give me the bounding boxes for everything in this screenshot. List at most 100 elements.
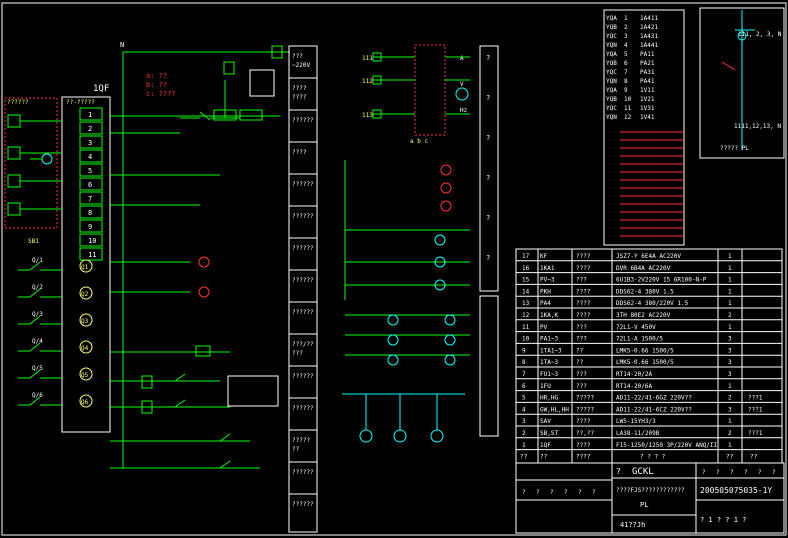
bom-code: 1TA~3	[540, 359, 558, 366]
bom-no: 4	[522, 406, 526, 413]
bom-note: ???1	[748, 406, 763, 413]
terminal-label: 4	[88, 153, 92, 161]
title-head: ?	[758, 469, 762, 476]
bom-no: 10	[522, 336, 530, 343]
terminal-lamp-icon	[79, 340, 93, 354]
bom-no: 16	[522, 265, 530, 272]
bom-spec: AD11-22/41-6CZ 220V??	[616, 406, 692, 413]
title-block: ? GCKL 200505075035-1Y ????FJS??????????…	[515, 462, 785, 534]
bom-no: 15	[522, 277, 530, 284]
title-info: ?	[536, 489, 540, 496]
table-cell: 1A421	[640, 24, 658, 31]
right-bottom-label: 1111,12,13, N	[734, 123, 781, 130]
function-label: ????	[292, 85, 307, 92]
terminal-cell	[79, 247, 103, 261]
bom-name: ???	[576, 383, 587, 390]
function-label: ??????	[292, 469, 314, 476]
table-cell: 7	[624, 69, 628, 76]
model-code: GCKL	[632, 467, 654, 477]
bom-qty: 1	[728, 383, 732, 390]
middle-label-column: ??????	[479, 45, 499, 437]
bom-name: ????	[576, 418, 591, 425]
bom-code: 1FU	[540, 383, 551, 390]
bom-spec: DVR 6B4A AC220V	[616, 265, 671, 272]
terminal-label: 8	[88, 209, 92, 217]
table-cell: 12	[624, 114, 632, 121]
terminal-strip-title: ??-?????	[66, 99, 95, 106]
table-cell: 9	[624, 87, 628, 94]
terminal-lower-label: Q4	[81, 345, 89, 352]
bom-spec: AD11-22/41-6GZ 220V??	[616, 395, 692, 402]
bom-header-code: ??	[540, 454, 548, 461]
terminal-cell	[79, 219, 103, 233]
bom-qty: 1	[728, 300, 732, 307]
function-label: ~220V	[292, 62, 310, 69]
bom-qty: 2	[728, 430, 732, 437]
right-top-label: 111, 2, 3, N	[738, 31, 782, 38]
terminal-cell	[79, 163, 103, 177]
table-cell: YQN	[606, 78, 617, 85]
terminal-label: 7	[88, 195, 92, 203]
terminal-label: 11	[88, 251, 96, 259]
bom-qty: 1	[728, 288, 732, 295]
bom-code: 1KA,K	[540, 312, 558, 319]
bom-code: PV	[540, 324, 548, 331]
bom-qty: 1	[728, 253, 732, 260]
table-cell: 1V31	[640, 105, 655, 112]
breaker-top-label: SB1	[28, 238, 39, 245]
breaker-label: Q/1	[32, 257, 43, 264]
bom-name: ???	[576, 371, 587, 378]
terminal-label: 3	[88, 139, 92, 147]
table-cell: YQA	[606, 51, 617, 58]
bom-qty: 3	[728, 347, 732, 354]
bom-qty: 1	[728, 265, 732, 272]
bom-spec: JSZ7-Y 6E4A AC220V	[616, 253, 681, 260]
bom-name: ????	[576, 300, 591, 307]
bom-spec: 72L1-V 450V	[616, 324, 656, 331]
bom-spec: DDS62-4 380V 1.5	[616, 288, 674, 295]
bom-no: 5	[522, 395, 526, 402]
breaker-label: Q/2	[32, 284, 43, 291]
indicator-lamp-icon	[434, 256, 446, 268]
drawing-number: 200505075035-1Y	[700, 486, 772, 495]
indicator-lamp-icon	[434, 234, 446, 246]
bom-header-no: ??	[520, 454, 528, 461]
bom-no: 1	[522, 442, 526, 449]
bom-name: ??	[576, 359, 584, 366]
title-head: ?	[730, 469, 734, 476]
bom-name: ???	[576, 324, 587, 331]
column-label: ?	[486, 214, 490, 222]
terminal-label: 5	[88, 167, 92, 175]
table-cell: 6	[624, 60, 628, 67]
bom-spec: DDS62-4 380/220V 1.5	[616, 300, 689, 307]
table-cell: 1A441	[640, 42, 658, 49]
bom-no: 17	[522, 253, 530, 260]
meter-label: V	[460, 81, 464, 88]
function-label: ????	[292, 94, 307, 101]
bom-name: ???	[576, 277, 587, 284]
bom-code: SAV	[540, 418, 551, 425]
bom-code: PA1~3	[540, 336, 558, 343]
terminal-lamp-icon	[79, 259, 93, 273]
bom-qty: 3	[728, 336, 732, 343]
function-label: ??????	[292, 501, 314, 508]
terminal-cell	[79, 191, 103, 205]
table-cell: PA11	[640, 51, 655, 58]
table-cell: 1V21	[640, 96, 655, 103]
table-cell: YQB	[606, 96, 617, 103]
bom-header-qty: ??	[726, 454, 734, 461]
bom-spec: 72L1-A 1500/5	[616, 336, 663, 343]
table-cell: 11	[624, 105, 632, 112]
bom-no: 13	[522, 300, 530, 307]
column-label: ?	[486, 94, 490, 102]
title-info: ?	[522, 489, 526, 496]
bom-no: 11	[522, 324, 530, 331]
bom-no: 7	[522, 371, 526, 378]
bom-spec: LW5-15YH3/3	[616, 418, 656, 425]
